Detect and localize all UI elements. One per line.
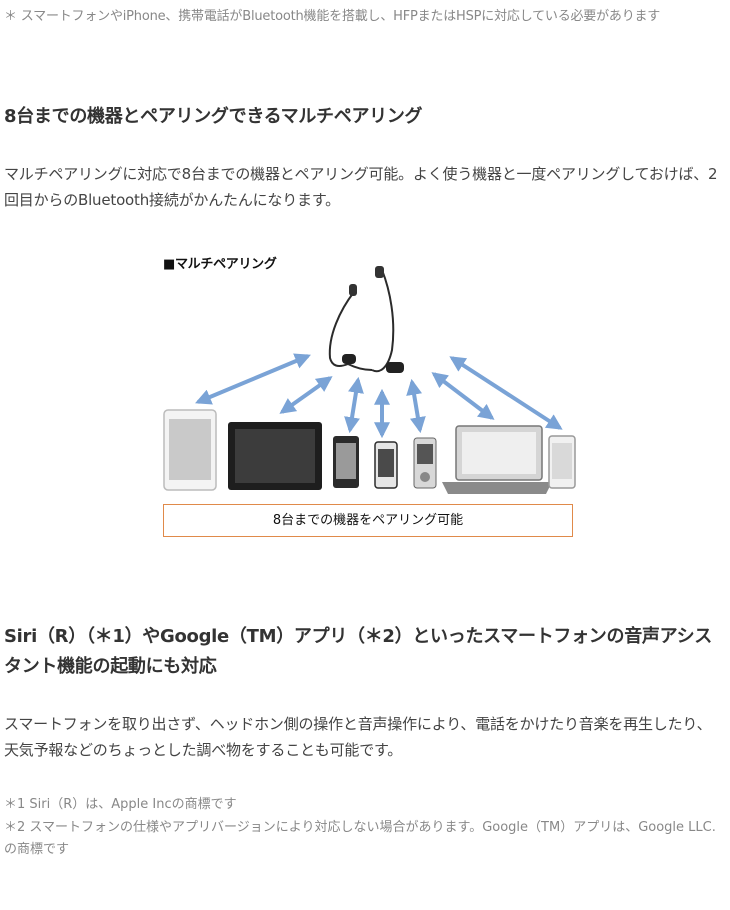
section-body-multipairing: マルチペアリングに対応で8台までの機器とペアリング可能。よく使う機器と一度ペアリ… <box>4 165 718 209</box>
tablet-icon <box>163 409 217 491</box>
pairing-diagram <box>163 266 576 494</box>
small-phone-icon <box>374 441 398 489</box>
arrow-large-tablet <box>279 376 333 414</box>
pairing-arrows <box>195 353 563 439</box>
section-heading-voice-assistant: Siri（R）（＊1）やGoogle（TM）アプリ（＊2）といったスマートフォン… <box>4 626 712 677</box>
arrow-smartphone-right <box>449 356 563 430</box>
smartphone-icon <box>333 436 359 488</box>
multipairing-figure: ■マルチペアリング <box>158 250 582 546</box>
footnote-2: ＊2 スマートフォンの仕様やアプリバージョンにより対応しない場合があります。Go… <box>4 820 716 857</box>
arrow-tablet <box>195 353 311 405</box>
footnote-1: ＊1 Siri（R）は、Apple Incの商標です <box>4 797 237 812</box>
arrow-walkman <box>406 378 426 434</box>
laptop-icon <box>442 425 552 494</box>
figure-title: ■マルチペアリング <box>163 257 277 272</box>
section-body-voice-assistant: スマートフォンを取り出さず、ヘッドホン側の操作と音声操作により、電話をかけたり音… <box>4 715 712 759</box>
smartphone-right-icon <box>548 435 576 489</box>
arrow-smartphone-left <box>344 376 364 434</box>
section-heading-multipairing: 8台までの機器とペアリングできるマルチペアリング <box>4 106 423 127</box>
walkman-icon <box>413 437 437 489</box>
headphone-icon <box>328 266 404 373</box>
top-note: ＊ スマートフォンやiPhone、携帯電話がBluetooth機能を搭載し、HF… <box>4 9 661 24</box>
figure-caption: 8台までの機器をペアリング可能 <box>163 504 573 537</box>
large-tablet-icon <box>228 422 322 490</box>
